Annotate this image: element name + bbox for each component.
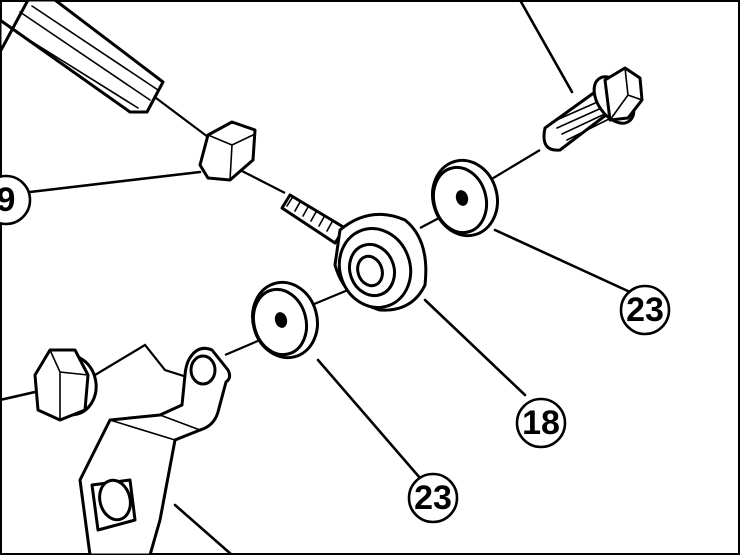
washer-lower [251, 280, 319, 360]
leader-18 [423, 298, 527, 397]
hex-nut [198, 120, 257, 182]
leader-9 [28, 170, 202, 194]
callout-18-label: 18 [522, 404, 560, 442]
leader-23-upper [493, 228, 632, 294]
hex-flange-nut-lower [33, 348, 98, 422]
washer-upper [431, 158, 499, 238]
bell-crank-lever [78, 346, 232, 555]
rod-linkage [0, 0, 165, 114]
leader-lever [173, 503, 234, 555]
leader-upper-bolt [518, 0, 574, 94]
callout-23-lower: 23 [407, 472, 459, 524]
leader-lower-nut [0, 390, 37, 402]
hex-flange-bolt-upper [542, 66, 644, 152]
callout-23-lower-label: 23 [414, 479, 452, 517]
callout-23-upper-label: 23 [626, 291, 664, 329]
callout-23-upper: 23 [619, 284, 671, 336]
callout-9-label: 9 [0, 181, 15, 219]
callout-18: 18 [515, 397, 567, 449]
leader-lines [0, 0, 632, 555]
callout-9: 9 [0, 174, 32, 226]
leader-23-lower [316, 358, 422, 480]
rod-end-bearing [280, 193, 428, 312]
